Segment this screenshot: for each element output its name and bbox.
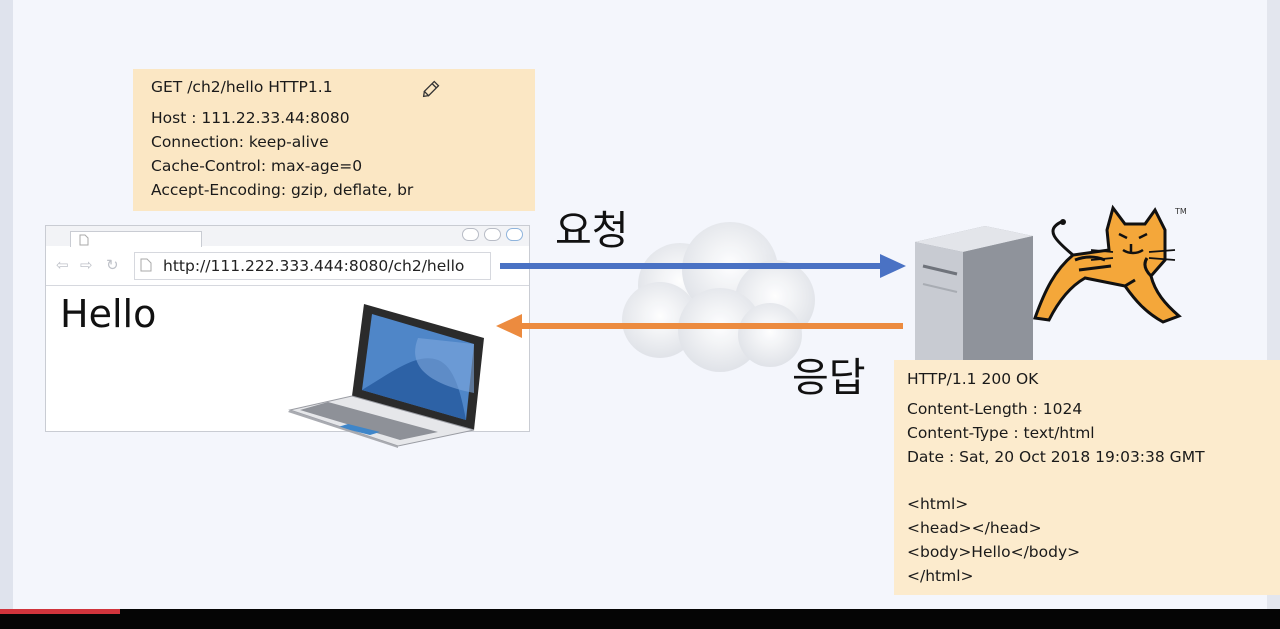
response-content-type: Content-Type : text/html [907, 424, 1095, 442]
request-line: GET /ch2/hello HTTP1.1 [151, 78, 333, 96]
browser-tab[interactable] [70, 231, 202, 248]
page-icon [140, 258, 152, 272]
response-body-head: <head></head> [907, 519, 1042, 537]
request-arrow-head [880, 254, 906, 278]
response-label: 응답 [792, 355, 866, 401]
response-status-line: HTTP/1.1 200 OK [907, 370, 1039, 388]
request-cache-control: Cache-Control: max-age=0 [151, 157, 363, 175]
page-icon [79, 234, 89, 246]
browser-toolbar: ⇦ ⇨ ↻ http://111.222.333.444:8080/ch2/he… [46, 247, 529, 286]
request-accept-encoding: Accept-Encoding: gzip, deflate, br [151, 181, 414, 199]
response-date: Date : Sat, 20 Oct 2018 19:03:38 GMT [907, 448, 1205, 466]
response-body-body: <body>Hello</body> [907, 543, 1081, 561]
request-host: Host : 111.22.33.44:8080 [151, 109, 350, 127]
browser-title-bar [46, 226, 529, 248]
request-connection: Connection: keep-alive [151, 133, 329, 151]
request-label: 요청 [555, 208, 629, 254]
laptop-icon [288, 304, 484, 448]
forward-icon[interactable]: ⇨ [80, 256, 93, 274]
minimize-button[interactable] [462, 228, 479, 241]
close-button[interactable] [506, 228, 523, 241]
response-box: HTTP/1.1 200 OK Content-Length : 1024 Co… [894, 360, 1280, 595]
maximize-button[interactable] [484, 228, 501, 241]
slide: GET /ch2/hello HTTP1.1 Host : 111.22.33.… [0, 0, 1280, 609]
address-bar[interactable]: http://111.222.333.444:8080/ch2/hello [134, 252, 491, 280]
response-body-html-close: </html> [907, 567, 974, 585]
arrows [496, 254, 906, 338]
back-icon[interactable]: ⇦ [56, 256, 69, 274]
tomcat-logo: TM [1032, 204, 1187, 324]
page-content-hello: Hello [60, 292, 157, 336]
video-bottom-bar [0, 609, 1280, 629]
cloud-icon [622, 222, 815, 372]
url-text: http://111.222.333.444:8080/ch2/hello [163, 257, 465, 275]
response-content-length: Content-Length : 1024 [907, 400, 1083, 418]
video-progress-bar[interactable] [0, 609, 120, 614]
request-header-box: GET /ch2/hello HTTP1.1 Host : 111.22.33.… [133, 69, 535, 211]
trademark-mark: TM [1174, 207, 1187, 216]
pencil-icon [422, 80, 440, 98]
response-arrow-head [496, 314, 522, 338]
refresh-icon[interactable]: ↻ [106, 256, 119, 274]
response-body-html-open: <html> [907, 495, 969, 513]
slide-left-margin [0, 0, 13, 609]
server-icon [915, 226, 1033, 362]
